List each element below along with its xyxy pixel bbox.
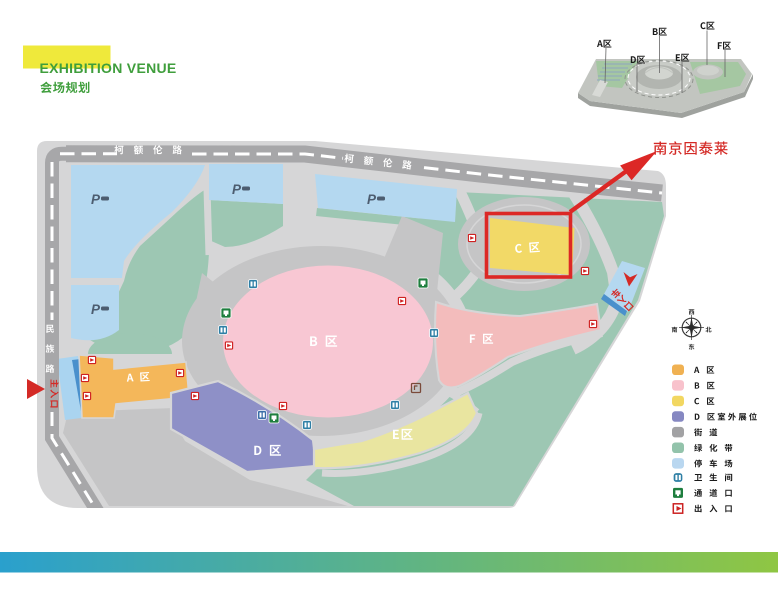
- svg-text:P: P: [91, 192, 101, 207]
- svg-text:P: P: [91, 302, 101, 317]
- svg-text:P: P: [232, 182, 242, 197]
- svg-text:P: P: [367, 192, 377, 207]
- svg-text:EXHIBITION VENUE: EXHIBITION VENUE: [40, 60, 177, 76]
